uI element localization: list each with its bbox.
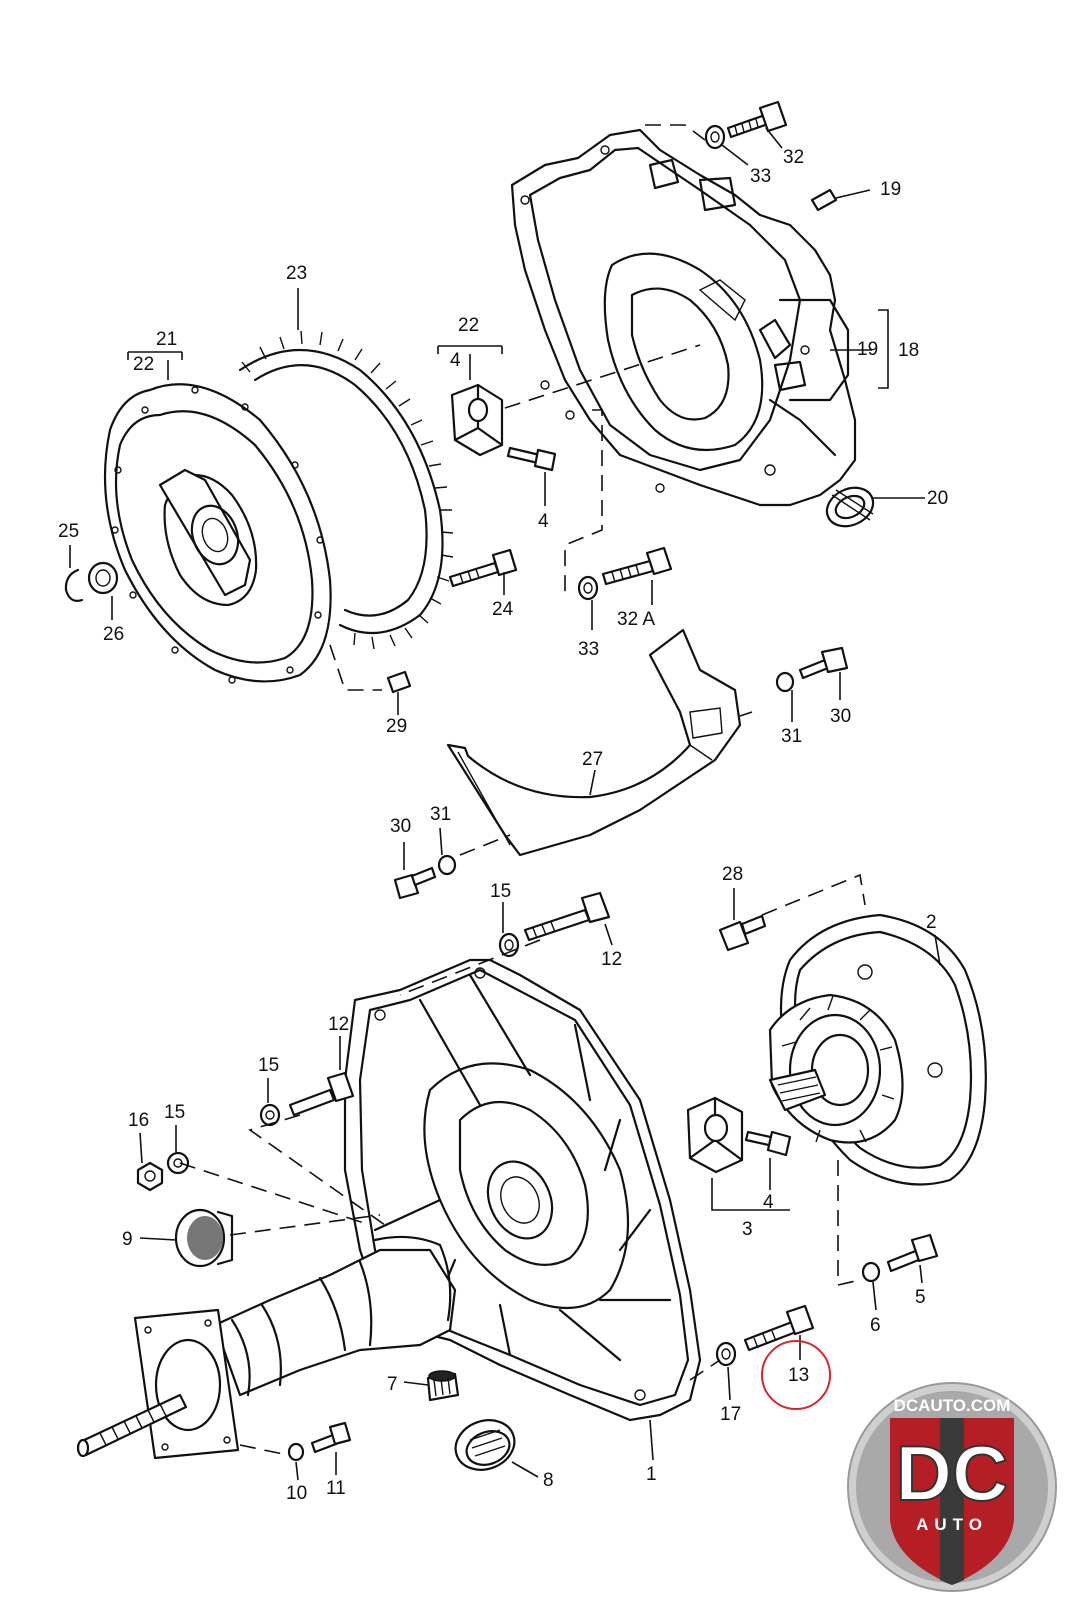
axle-tube [213,1235,457,1397]
callout-30-left: 30 [390,816,411,837]
clamp-part-3 [686,1096,744,1174]
callout-19-mid: 19 [857,339,878,360]
clamp-part-22 [450,383,504,457]
callout-21: 21 [156,329,177,350]
callout-31-left: 31 [430,804,451,825]
callout-1: 1 [646,1464,657,1485]
nut-part-16 [136,1161,164,1192]
leader-lines [69,127,941,1481]
logo-word: AUTO [916,1515,988,1534]
dcauto-logo: DCAUTO.COM DC AUTO [847,1382,1057,1592]
callout-labels: 32 33 19 19 18 20 23 21 22 22 4 4 25 26 … [58,147,948,1504]
callout-15-mid: 15 [258,1055,279,1076]
callout-32-top: 32 [783,147,804,168]
callout-15-left: 15 [164,1102,185,1123]
bolt-part-4-low [744,1130,792,1157]
callout-22-mid: 22 [458,315,479,336]
assembly-dashed-lines [179,124,866,1456]
callout-19-top: 19 [880,179,901,200]
flywheel-part-21 [103,383,332,684]
axle-shaft [76,1393,188,1458]
bolt-part-32a [601,546,673,586]
callout-32a: 32 A [617,609,655,630]
callout-29: 29 [386,716,407,737]
breather-part-7 [426,1370,460,1402]
callout-23: 23 [286,263,307,284]
washer-part-33-mid [577,575,599,601]
callout-27: 27 [582,749,603,770]
dowel-part-29 [386,670,412,694]
callout-12-top: 12 [601,949,622,970]
callout-20: 20 [927,488,948,509]
callout-3: 3 [742,1219,753,1240]
seal-part-20 [825,486,875,528]
pump-cover-part-2 [768,913,987,1186]
callout-2: 2 [926,912,937,933]
plug-part-9 [174,1208,234,1268]
bearing-part-26 [87,561,119,595]
lock-washer-part-6 [861,1261,881,1283]
callout-17: 17 [720,1404,741,1425]
bell-housing-part [510,128,857,507]
callout-4-mid: 4 [450,350,461,371]
logo-initials: DC [896,1429,1009,1517]
callout-31-right: 31 [781,726,802,747]
callout-4-low: 4 [763,1192,774,1213]
bolt-part-12-mid [288,1071,355,1117]
lock-washer-part-31-left [437,854,457,876]
callout-24: 24 [492,599,514,620]
washer-part-15-mid [259,1103,281,1127]
callout-22-left: 22 [133,354,154,375]
bolt-part-32 [726,100,788,139]
callout-16: 16 [128,1110,149,1131]
callout-5: 5 [915,1287,926,1308]
washer-part-17 [715,1341,737,1367]
callout-8: 8 [543,1470,554,1491]
callout-10: 10 [286,1483,307,1504]
callout-12-mid: 12 [328,1014,349,1035]
logo-domain-text: DCAUTO.COM [894,1396,1011,1415]
callout-11: 11 [326,1478,346,1499]
cap-part-8 [454,1419,516,1471]
dowel-pin-part-19 [810,188,838,212]
bolt-part-30-left [393,866,437,900]
bolt-part-11 [310,1421,352,1454]
callout-9: 9 [122,1229,133,1250]
bolt-part-28 [718,914,767,952]
ring-gear-part-23 [238,330,454,650]
transaxle-housing-part-1 [343,958,702,1422]
washer-part-15-left [166,1151,190,1175]
bolt-part-12-top [523,891,611,942]
callout-25: 25 [58,521,79,542]
bolt-part-24 [448,548,518,588]
callout-30-right: 30 [830,706,851,727]
highlight-circle [761,1340,831,1410]
washer-part-33-top [704,124,726,150]
bolt-part-5 [886,1233,939,1273]
lock-washer-part-31-right [775,671,795,693]
bolt-part-13 [743,1304,815,1352]
callout-28: 28 [722,864,743,885]
callout-26: 26 [103,624,124,645]
lock-washer-part-10 [287,1442,305,1462]
circlip-part-25 [64,568,84,602]
callout-33-top: 33 [750,166,771,187]
callout-7: 7 [387,1374,398,1395]
bolt-part-4-mid [506,446,557,472]
callout-18: 18 [898,340,919,361]
callout-6: 6 [870,1315,881,1336]
callout-4-bolt: 4 [538,511,549,532]
cover-plate-part-27 [446,628,742,857]
callout-15-top: 15 [490,881,511,902]
bolt-part-30-right [798,646,849,680]
callout-13: 13 [788,1365,809,1386]
callout-33-mid: 33 [578,639,599,660]
